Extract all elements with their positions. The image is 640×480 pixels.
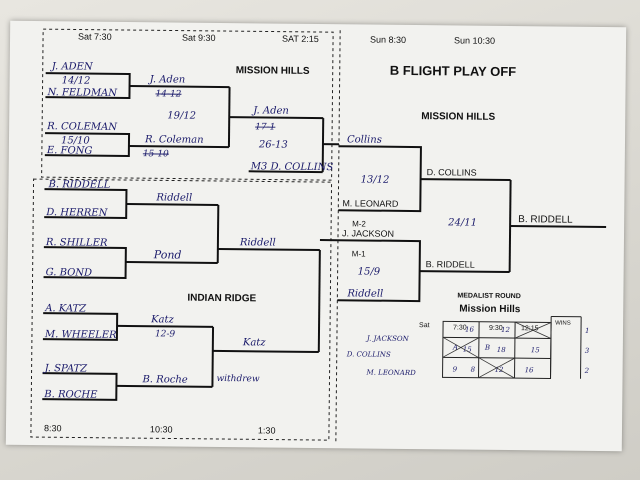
header-sun-830: Sun 8:30 [370,35,406,45]
mh-r1-player-2: N. FELDMAN [46,87,118,99]
medalist-cell: 12 [501,326,511,334]
po-sf2-player-2: Riddell [346,288,383,299]
mh-r3-scratch: 17-1 [255,122,275,132]
mh-r2-scratch-1: 14-12 [155,89,181,99]
medalist-header-sat: Sat [419,322,430,329]
mh-r1-player-3: R. COLEMAN [46,121,118,133]
title-main: B FLIGHT PLAY OFF [390,63,517,79]
medalist-cells: A 16 12 B 1 15 18 15 3 9 8 12 16 2 [452,326,590,375]
ir-r1-player-3: R. SHILLER [45,237,108,249]
medalist-grid [442,315,582,379]
medalist-player-3: M. LEONARD [366,369,417,378]
mh-r2-scratch-2: 15-10 [143,149,169,159]
medalist-cell: 8 [471,366,476,374]
mh-r1-score-2: 15/10 [61,135,91,146]
mh-r2-player-1: J. Aden [148,74,186,85]
medalist-subtitle: Mission Hills [459,304,521,316]
ir-r2-player-2: Pond [153,248,182,261]
header-sun-1030: Sun 10:30 [454,35,495,45]
mh-r1-player-4: E. FONG [46,145,93,156]
medalist-header-930: 9:30 [489,325,503,332]
ir-r2-player-1: Riddell [155,192,192,203]
medalist-cell: 18 [497,346,507,354]
po-sf1-player-1: Collins [347,134,382,145]
medalist-cell: 15 [531,346,541,354]
bracket-drawing: Sat 7:30 Sat 9:30 SAT 2:15 Sun 8:30 Sun … [30,28,607,443]
ir-r2-withdrew-note: withdrew [216,374,259,384]
medalist-header-730: 7:30 [453,324,467,331]
medalist-header-wins: WINS [555,321,571,327]
bracket-sheet: Sat 7:30 Sat 9:30 SAT 2:15 Sun 8:30 Sun … [5,20,627,452]
mh-r2-player-2: R. Coleman [144,134,204,146]
title-mission-hills-top: MISSION HILLS [236,65,310,77]
po-sf1-score: 13/12 [361,174,390,185]
medalist-player-1: J. JACKSON [365,335,410,343]
header-sat-730: Sat 7:30 [78,31,112,41]
medalist-player-2: D. COLLINS [346,350,391,358]
po-sf1-player-2: M. LEONARD [342,198,399,209]
ir-r2-player-3: Katz [150,314,175,325]
medalist-cell: 12 [495,366,505,374]
mh-r1-score-1: 14/12 [62,75,91,86]
medalist-cell: 15 [463,346,473,354]
medalist-cell: 16 [465,326,475,334]
ir-r3-player-2: Katz [242,337,267,348]
po-final-score: 24/11 [447,217,477,228]
ir-r1-player-2: D. HERREN [45,207,109,219]
ir-r1-player-1: B. RIDDELL [47,179,110,191]
medalist-cell: 9 [453,365,458,373]
header-sat-930: Sat 9:30 [182,33,216,43]
medalist-wins-1: 1 [585,327,590,335]
title-mission-hills-right: MISSION HILLS [421,111,495,123]
po-final-player-2: B. RIDDELL [426,259,475,270]
medalist-cell: A [452,343,458,351]
mh-r3-player-2: M3 D. COLLINS [250,161,334,173]
medalist-cell: 16 [525,366,535,374]
footer-1030: 10:30 [150,424,173,434]
ir-r1-player-5: A. KATZ [44,303,87,314]
medalist-cross-marks [442,321,552,379]
mh-r3-player-1: J. Aden [251,105,289,116]
ir-r1-player-7: J. SPATZ [43,363,89,374]
ir-r1-player-4: G. BOND [46,267,93,278]
title-indian-ridge: INDIAN RIDGE [187,293,256,305]
footer-830: 8:30 [44,423,62,433]
ir-r1-player-8: B. ROCHE [43,389,98,401]
medalist-cell: B [484,344,490,352]
medalist-wins-2: 3 [585,347,590,355]
ir-r1-player-6: M. WHEELER [44,329,117,341]
medalist-wins-3: 2 [584,367,590,375]
ir-r2-player-4: B. Roche [141,374,187,385]
ir-r3-player-1: Riddell [239,237,276,248]
po-sf2-score: 15/9 [358,266,381,277]
header-sat-215: SAT 2:15 [282,34,319,44]
bracket-lines [42,72,607,401]
footer-130: 1:30 [258,425,276,435]
po-final-player-1: D. COLLINS [427,167,477,178]
medalist-title: MEDALIST ROUND [457,292,520,300]
mh-r3-score: 26-13 [258,139,288,150]
po-sf2-player-1: J. JACKSON [342,228,394,239]
po-champion: B. RIDDELL [518,214,573,226]
ir-r2-score: 12-9 [155,329,176,339]
mh-r1-player-1: J. ADEN [50,61,94,72]
po-sf2-m1-label: M-1 [352,249,366,258]
po-sf2-m2-label: M-2 [352,219,366,228]
dashed-dividers [30,28,341,443]
mh-r2-score: 19/12 [167,110,196,121]
